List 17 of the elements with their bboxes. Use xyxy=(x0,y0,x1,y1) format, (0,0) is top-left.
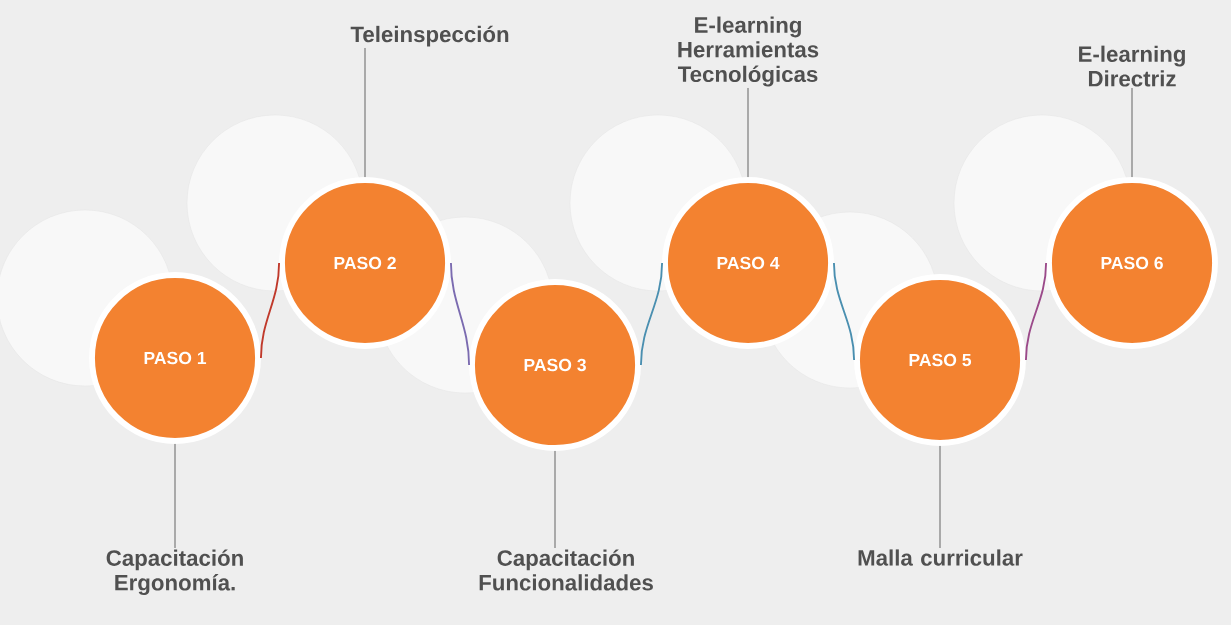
connector-line xyxy=(640,262,663,366)
connector-line xyxy=(833,262,855,361)
step-label: E-learning Directriz xyxy=(1079,45,1185,87)
leader-line xyxy=(747,87,749,178)
step-label: Capacitación Funcionalidades xyxy=(479,549,653,591)
step-label: Capacitación Ergonomía. xyxy=(106,549,243,596)
connector-line xyxy=(450,262,470,366)
leader-line xyxy=(1131,87,1133,178)
step-label: Malla curricular xyxy=(858,549,1023,566)
leader-line xyxy=(174,443,176,549)
leader-line xyxy=(939,445,941,549)
connector-line xyxy=(260,262,280,359)
step-label: Teleinspección xyxy=(350,25,509,47)
connector-line xyxy=(1025,262,1047,361)
leader-line xyxy=(554,450,556,549)
leader-line xyxy=(364,47,366,178)
step-label: E-learning Herramientas Tecnológicas xyxy=(677,16,819,87)
